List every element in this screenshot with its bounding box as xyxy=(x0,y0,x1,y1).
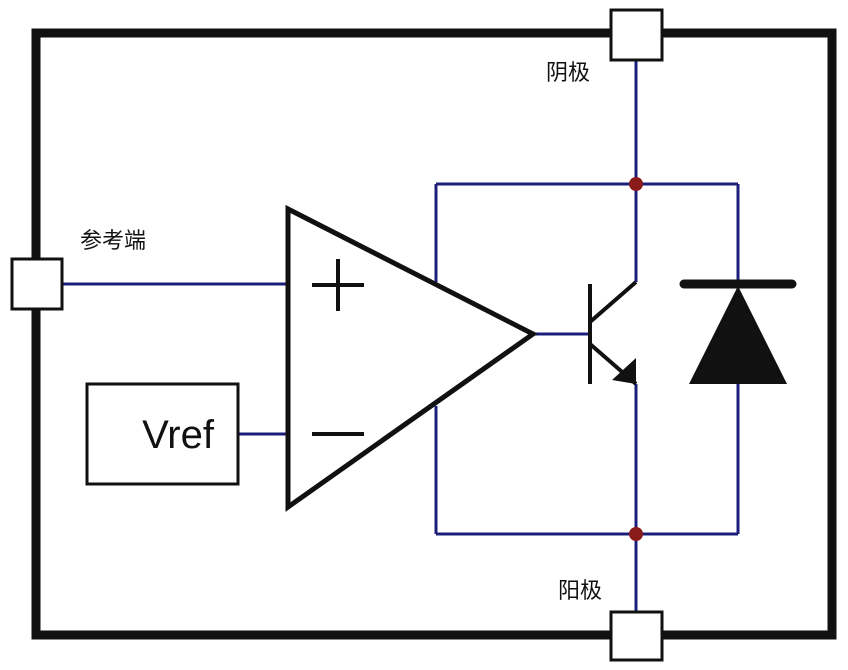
anode-label: 阳极 xyxy=(558,579,602,604)
transistor-collector-lead xyxy=(588,280,638,324)
diode-triangle xyxy=(689,286,787,384)
cathode-label: 阴极 xyxy=(546,61,590,86)
junction-node-top xyxy=(629,177,643,191)
vref-label: Vref xyxy=(142,413,215,457)
reference-pin xyxy=(10,257,64,311)
cathode-pin xyxy=(609,8,664,62)
junction-node-bottom xyxy=(629,527,643,541)
opamp-triangle xyxy=(285,204,538,512)
reference-label: 参考端 xyxy=(80,229,146,254)
wires xyxy=(62,60,740,612)
zener-diode xyxy=(679,279,797,384)
anode-pin xyxy=(609,610,664,662)
plus-sign xyxy=(312,259,364,311)
package-outline xyxy=(31,28,837,640)
emitter-arrow xyxy=(612,358,636,384)
vref-box xyxy=(85,382,240,486)
